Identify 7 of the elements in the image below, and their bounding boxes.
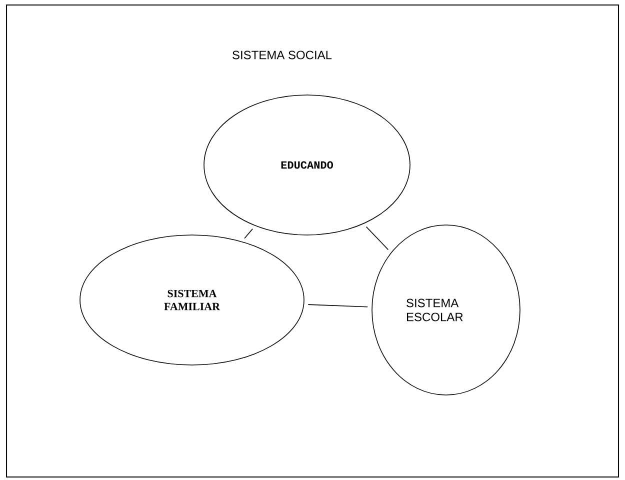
connector-line bbox=[244, 228, 253, 239]
heading: SISTEMA SOCIAL bbox=[232, 50, 332, 60]
ellipse-node: SISTEMA ESCOLAR bbox=[372, 224, 520, 396]
connector-line bbox=[366, 226, 389, 250]
ellipse-node: SISTEMA FAMILIAR bbox=[80, 234, 304, 366]
connector-line bbox=[308, 304, 368, 308]
ellipse-node: EDUCANDO bbox=[204, 94, 410, 236]
